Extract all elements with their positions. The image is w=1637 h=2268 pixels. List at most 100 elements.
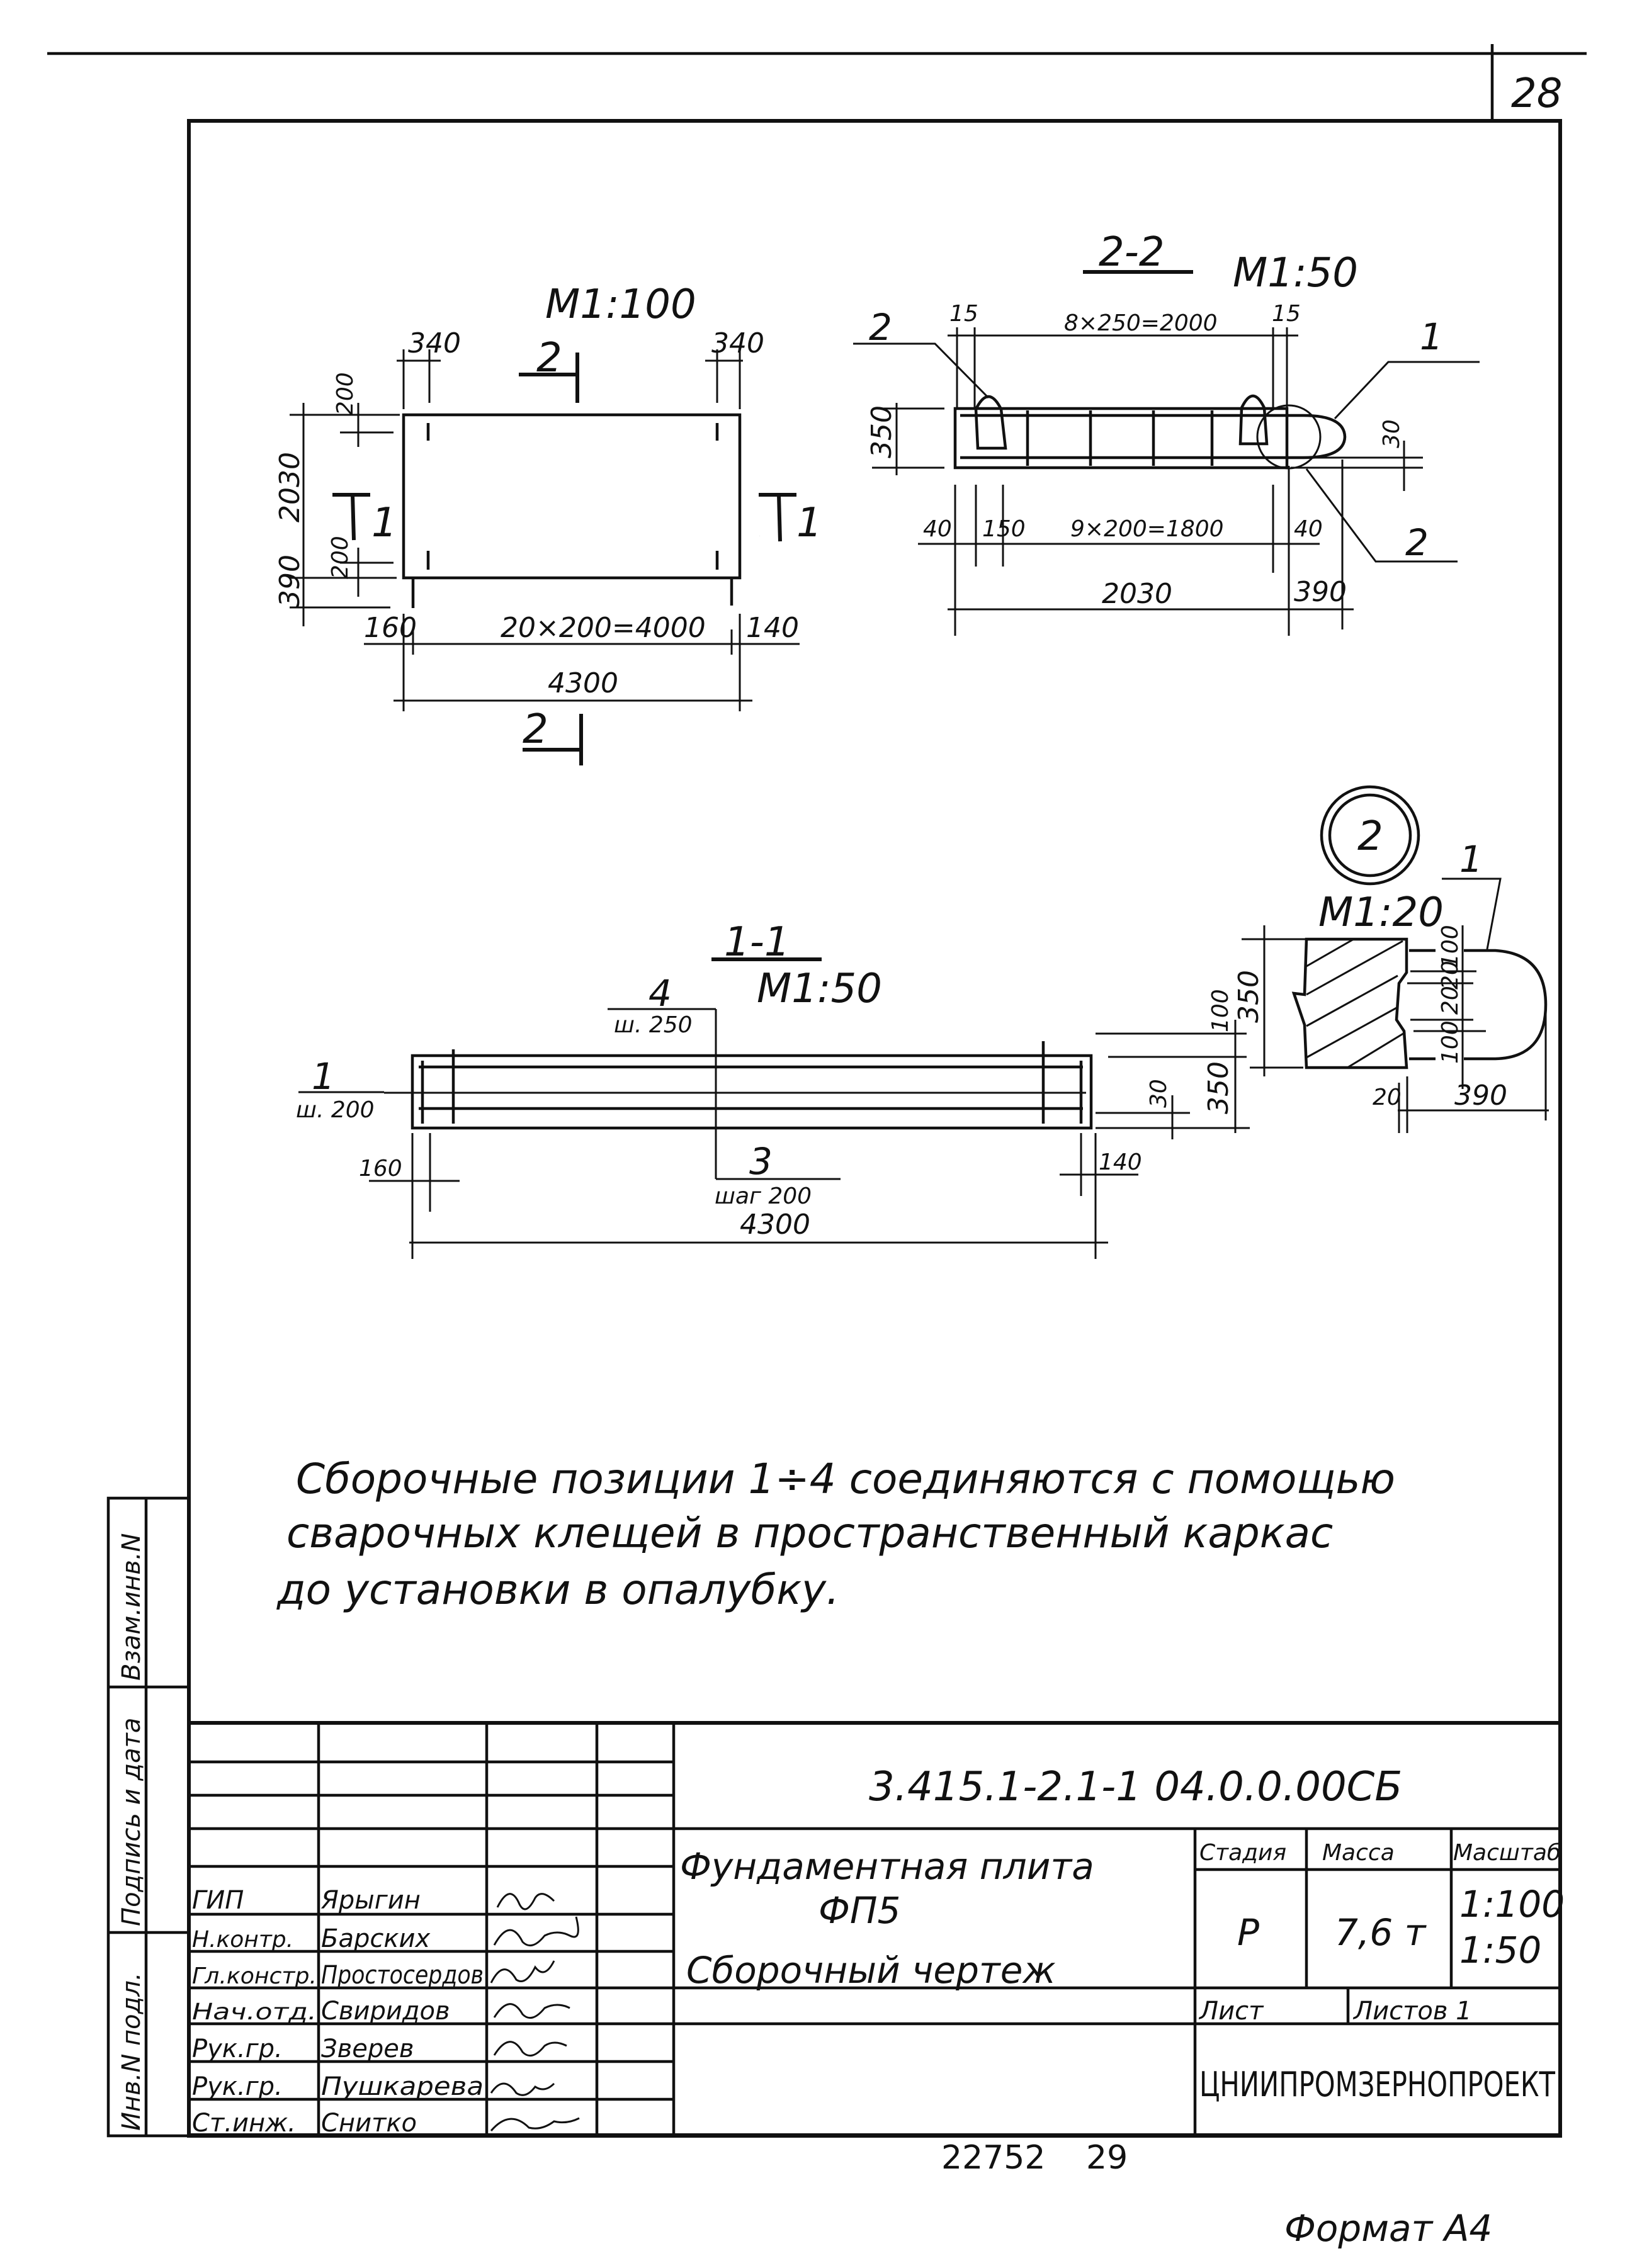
side-stamp-col1: Инв.N подл.: [117, 1972, 146, 2131]
signatures: [490, 1893, 580, 2131]
format-label: Формат А4: [1284, 2207, 1492, 2250]
drawing-line: [496, 1893, 555, 1910]
detail-mark-circle: [1320, 785, 1420, 886]
drawing-line: [853, 342, 990, 399]
mass-header: Масса: [1322, 1840, 1395, 1866]
drawing-line: [493, 2041, 567, 2057]
section-2-2-dim-bot-mid: 9×200=1800: [1070, 516, 1224, 542]
plan-dim-top-left: 340: [408, 327, 461, 359]
side-stamp: Взам.инв.N Подпись и дата Инв.N подл.: [106, 1496, 191, 2138]
document-code: 3.415.1-2.1-1 04.0.0.00СБ: [869, 1764, 1402, 1810]
plan-dim-left-out: 390: [274, 555, 306, 607]
plan-dim-top-right: 340: [711, 327, 764, 359]
drawing-line: [187, 1721, 1562, 2138]
plan-dim-total: 4300: [548, 667, 618, 699]
section-1-1-pos-3-step: шаг 200: [715, 1183, 812, 1209]
detail-dim-height: 350: [1233, 970, 1265, 1023]
signatory-role: ГИП: [192, 1886, 244, 1915]
signatory-role: Рук.гр.: [192, 2072, 283, 2101]
section-2-2-pos-right-bottom: 2: [1405, 521, 1429, 564]
section-mark-letter: Т: [333, 536, 334, 537]
section-2-2: 2-2 М1:50 2 1 2 15 8×250=2000 15 350 30: [853, 229, 1480, 636]
drawing-line: [490, 1960, 555, 1983]
document-title-line-2: ФП5: [818, 1889, 900, 1932]
drawing-line: [1442, 877, 1502, 950]
section-2-2-pos-left: 2: [869, 306, 892, 349]
signatory-name: Снитко: [321, 2109, 417, 2138]
section-2-2-pos-right-top: 1: [1420, 315, 1443, 358]
drawing-line: [493, 1916, 579, 1947]
detail-dim-left: 20: [1373, 1085, 1402, 1110]
section-2-2-dim-total: 2030: [1102, 578, 1172, 610]
section-2-2-dim-bot-left2: 150: [982, 516, 1026, 542]
section-2-2-dim-top-left: 15: [949, 301, 978, 327]
detail-2: 2 М1:20 1 350 100 20 20 100 20 390: [1233, 785, 1549, 1133]
detail-dim-a: 100: [1437, 925, 1463, 968]
plan-section-mark-bottom: 2: [523, 706, 548, 753]
signatory-name: Свиридов: [321, 1997, 450, 2026]
signatories: ГИП Ярыгин Н.контр. Барских Гл.констр. П…: [192, 1886, 484, 2138]
side-stamp-col2: Подпись и дата: [117, 1718, 146, 1926]
signatory-role: Ст.инж.: [192, 2109, 296, 2138]
section-1-1-dim-right: 140: [1099, 1149, 1142, 1175]
signatory-name: Пушкарева: [321, 2072, 484, 2101]
drawing-line: [1347, 1031, 1406, 1069]
side-stamp-col3: Взам.инв.N: [117, 1533, 146, 1681]
drawing-line: [1464, 949, 1548, 1061]
plan-dim-bottom-mid: 20×200=4000: [501, 612, 706, 644]
detail-dim-d: 100: [1437, 1020, 1463, 1064]
organization: ЦНИИПРОМЗЕРНОПРОЕКТ: [1199, 2065, 1556, 2104]
detail-pos: 1: [1459, 838, 1483, 881]
section-1-1-pos-4-step: ш. 250: [614, 1012, 693, 1038]
section-2-2-scale: М1:50: [1233, 250, 1358, 296]
drawing-line: [1303, 414, 1347, 460]
sheets-label: Листов 1: [1352, 1997, 1472, 2026]
drawing-line: [777, 494, 782, 542]
section-1-1-pos-1-step: ш. 200: [296, 1097, 375, 1123]
section-2-2-dim-cover: 30: [1379, 419, 1405, 448]
note-line-3: до установки в опалубку.: [276, 1566, 839, 1614]
title-block: 3.415.1-2.1-1 04.0.0.00СБ Фундаментная п…: [187, 1721, 1565, 2138]
section-1-1-dim-total: 4300: [740, 1209, 810, 1241]
plan-mark-right-num: 1: [796, 500, 822, 546]
section-2-2-dim-bot-left: 40: [923, 516, 952, 542]
note-line-1: Сборочные позиции 1÷4 соединяются с помо…: [296, 1455, 1395, 1503]
signatory-name: Барских: [321, 1924, 430, 1953]
detail-scale: М1:20: [1318, 889, 1444, 936]
drawing-line: [1306, 974, 1398, 1027]
drawing-line: [351, 494, 356, 541]
section-2-2-dim-out: 390: [1294, 576, 1347, 608]
archive-number: 22752: [941, 2139, 1045, 2177]
signatory-role: Рук.гр.: [192, 2034, 283, 2063]
section-2-2-dim-bot-right: 40: [1294, 516, 1323, 542]
detail-dim-out: 390: [1454, 1080, 1507, 1112]
plan-dim-left-top: 200: [332, 372, 358, 415]
plan-mark-left-num: 1: [371, 500, 397, 546]
drawing-line: [1306, 1006, 1398, 1059]
drawing-line: [1328, 793, 1412, 877]
page-number: 28: [1511, 71, 1562, 117]
drawing-line: [1306, 938, 1354, 968]
document-title-line-1: Фундаментная плита: [680, 1845, 1094, 1888]
document-title-line-3: Сборочный чертеж: [686, 1949, 1056, 1992]
signatory-role: Н.контр.: [192, 1927, 293, 1953]
drawing-line: [974, 395, 1007, 450]
plan-view: М1:100 2 2 1 1 340 340 2030 390 200: [274, 281, 822, 765]
section-1-1-scale: М1:50: [757, 966, 882, 1012]
section-1-1-dim-cover: 30: [1146, 1079, 1172, 1108]
detail-dim-c: 20: [1437, 986, 1463, 1015]
scale-header: Масштаб: [1453, 1840, 1561, 1866]
section-2-2-dim-top-mid: 8×250=2000: [1064, 310, 1218, 336]
plan-dim-bottom-right: 140: [746, 612, 799, 644]
signatory-name: Зверев: [321, 2034, 414, 2063]
detail-mark: 2: [1357, 813, 1383, 860]
section-1-1: 1-1 М1:50 4 ш. 250 1 ш. 200 3 шаг 200 16…: [296, 919, 1250, 1259]
sheet-frame: [47, 44, 1587, 2137]
signatory-role: Гл.констр.: [192, 1963, 317, 1989]
scale-value-1: 1:100: [1459, 1883, 1565, 1926]
detail-dim-b: 20: [1437, 961, 1463, 990]
drawing-line: [1306, 938, 1406, 1069]
stage-value: Р: [1237, 1911, 1259, 1954]
section-2-2-title: 2-2: [1099, 229, 1165, 276]
